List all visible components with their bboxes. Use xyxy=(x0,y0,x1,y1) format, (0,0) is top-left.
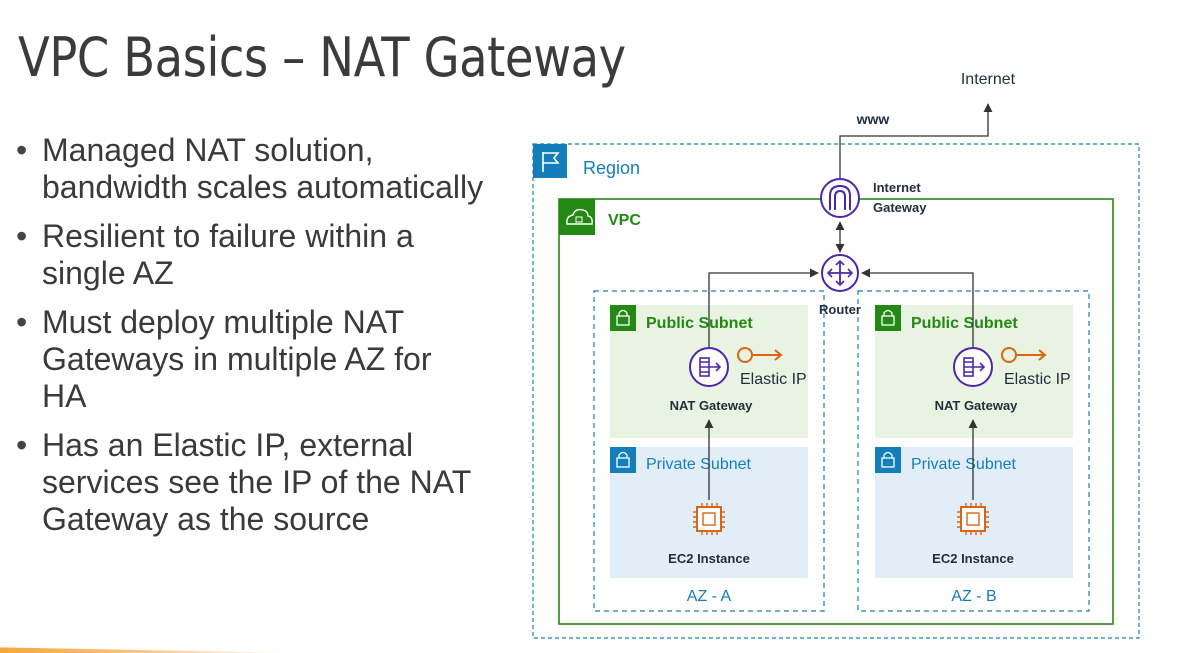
nat-b-label: NAT Gateway xyxy=(935,398,1019,413)
az-b-box xyxy=(857,290,1090,612)
internet-gateway-icon xyxy=(820,178,860,218)
region-flag-icon xyxy=(533,144,567,178)
eip-b-label: Elastic IP xyxy=(1004,371,1071,388)
router-label: Router xyxy=(819,302,861,317)
public-subnet-a-label: Public Subnet xyxy=(646,315,753,332)
az-b-label: AZ - B xyxy=(951,588,996,605)
bullet-item: Has an Elastic IP, external services see… xyxy=(14,427,484,538)
eip-a-label: Elastic IP xyxy=(740,371,807,388)
region-box xyxy=(532,143,1140,639)
ec2-a-label: EC2 Instance xyxy=(668,551,750,566)
elastic-ip-a-icon xyxy=(737,347,783,363)
www-label: www xyxy=(856,111,890,127)
bullet-list: Managed NAT solution, bandwidth scales a… xyxy=(14,132,484,550)
decorative-corner-stripe xyxy=(0,647,300,653)
internet-label: Internet xyxy=(961,71,1016,88)
vpc-cloud-icon xyxy=(559,199,595,235)
slide-title: VPC Basics – NAT Gateway xyxy=(18,26,626,89)
private-subnet-a-label: Private Subnet xyxy=(646,456,752,473)
ec2-instance-a-icon xyxy=(693,503,725,535)
igw-to-internet-arrow xyxy=(839,103,993,178)
bullet-item: Managed NAT solution, bandwidth scales a… xyxy=(14,132,484,206)
nat-b-to-router-arrow xyxy=(861,268,974,348)
region-label: Region xyxy=(583,158,640,178)
az-a-box xyxy=(593,290,825,612)
elastic-ip-b-icon xyxy=(1001,347,1047,363)
router-icon xyxy=(821,254,859,292)
public-subnet-b-label: Public Subnet xyxy=(911,315,1018,332)
igw-label-line1: Internet xyxy=(873,180,921,195)
private-subnet-b-label: Private Subnet xyxy=(911,456,1017,473)
nat-gateway-b-icon xyxy=(953,347,993,387)
private-subnet-b-lock-icon xyxy=(875,447,901,473)
nat-gateway-a-icon xyxy=(689,347,729,387)
igw-label-line2: Gateway xyxy=(873,200,927,215)
private-subnet-a-lock-icon xyxy=(610,447,636,473)
ec2-instance-b-icon xyxy=(957,503,989,535)
public-subnet-a-lock-icon xyxy=(610,305,636,331)
az-a-label: AZ - A xyxy=(687,588,732,605)
ec2-b-label: EC2 Instance xyxy=(932,551,1014,566)
nat-a-to-router-arrow xyxy=(708,268,819,348)
bullet-item: Must deploy multiple NAT Gateways in mul… xyxy=(14,304,484,415)
bullet-item: Resilient to failure within a single AZ xyxy=(14,218,484,292)
nat-a-label: NAT Gateway xyxy=(670,398,754,413)
vpc-label: VPC xyxy=(608,212,641,229)
public-subnet-b-lock-icon xyxy=(875,305,901,331)
